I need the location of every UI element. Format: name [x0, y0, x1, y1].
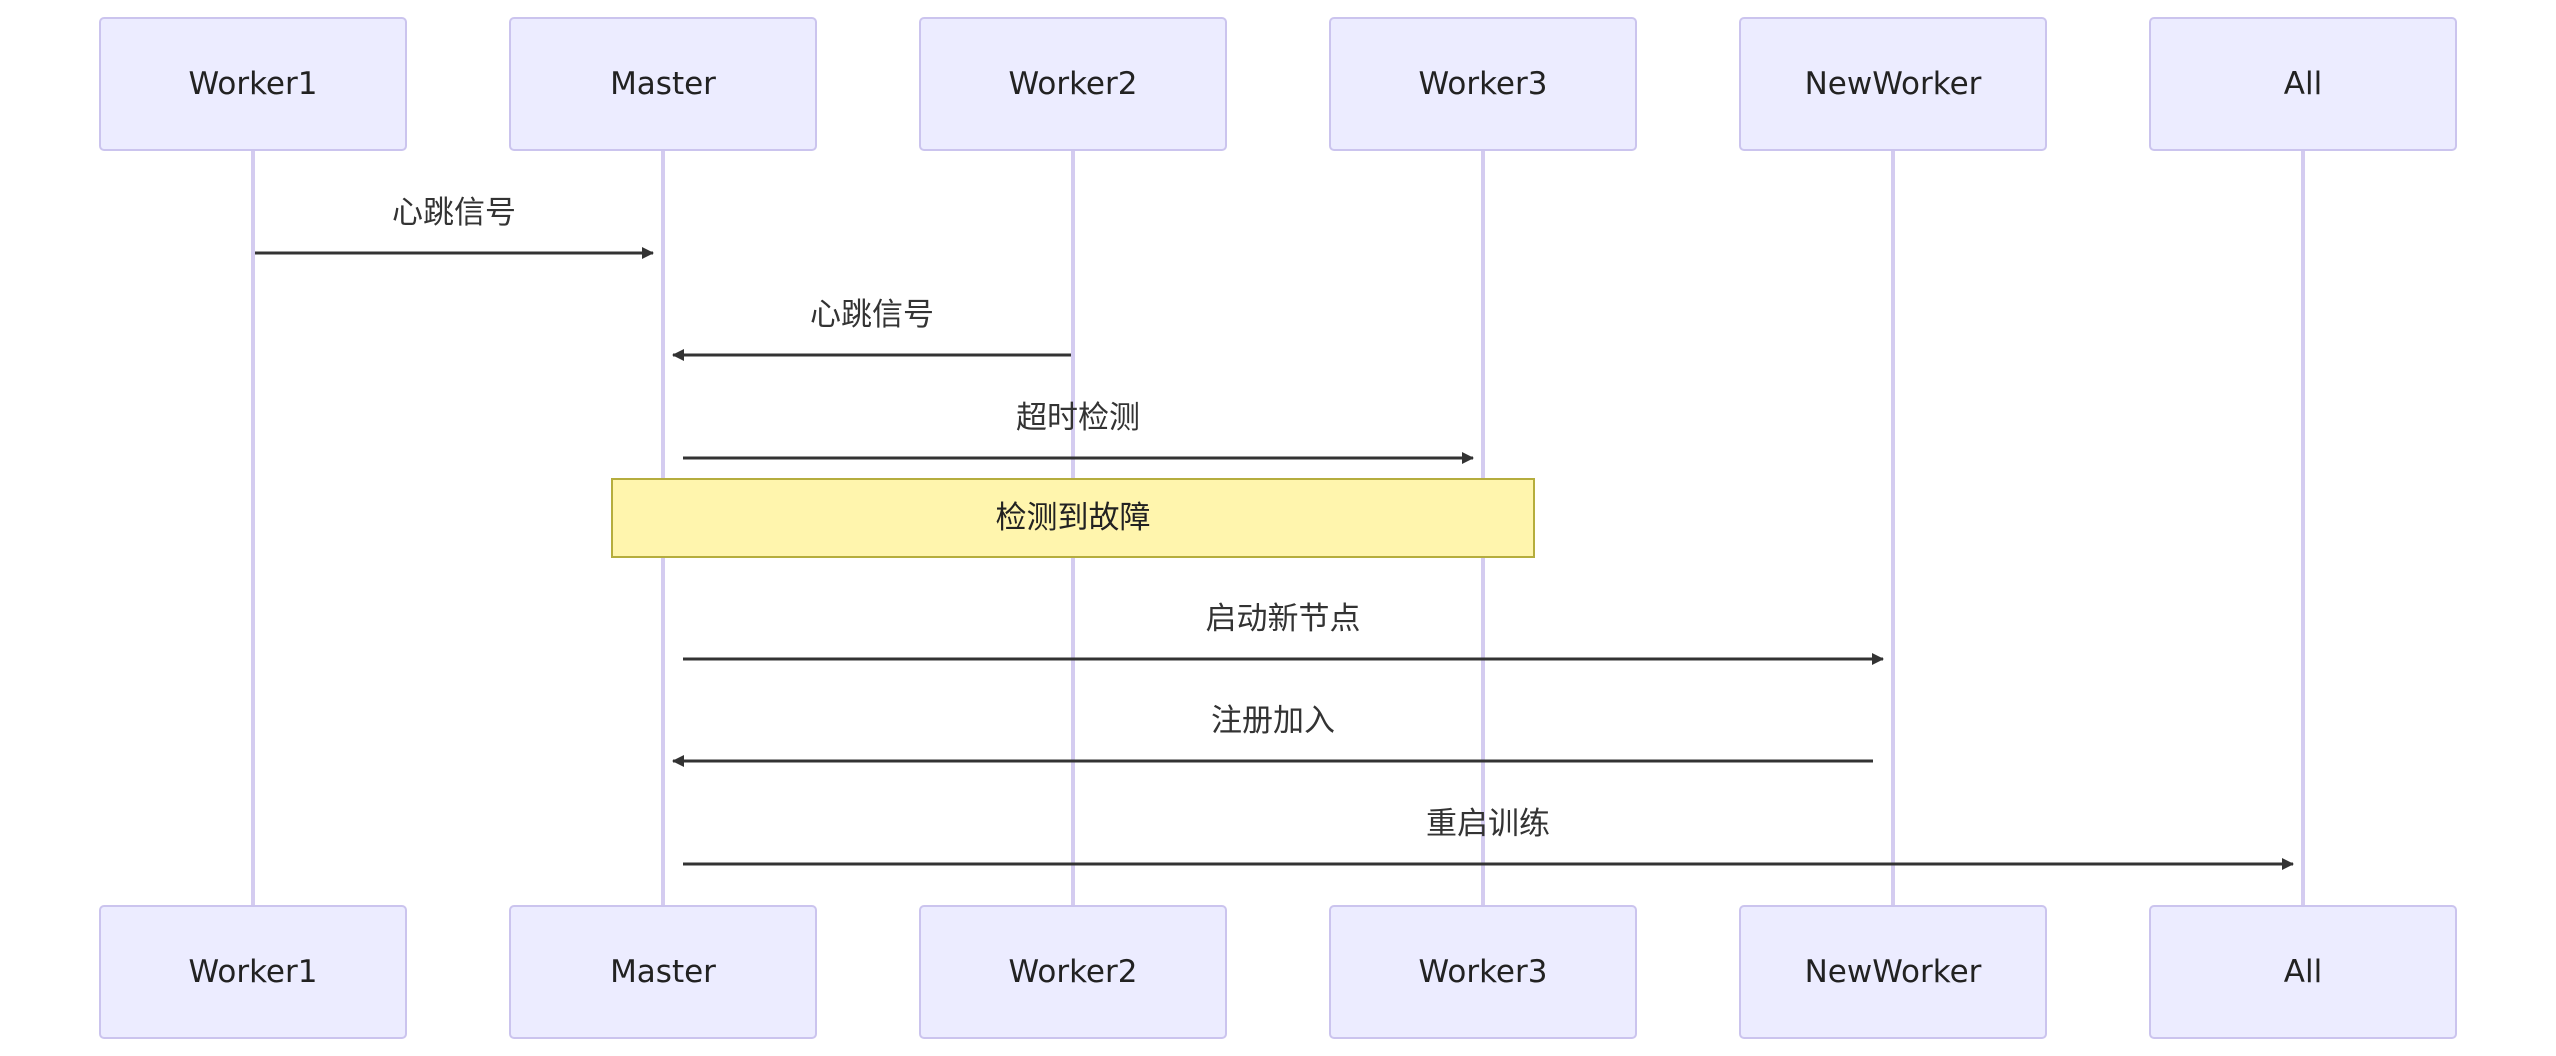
participant-label: Worker2: [1009, 66, 1138, 102]
participant-box: [1739, 17, 2047, 151]
participant-label: NewWorker: [1805, 66, 1982, 102]
participant-label: NewWorker: [1805, 954, 1982, 990]
participant-label: All: [2284, 954, 2322, 990]
message-label: 启动新节点: [1206, 601, 1361, 637]
note-label: 检测到故障: [996, 500, 1151, 536]
participant-label: Worker2: [1009, 954, 1138, 990]
message-label: 心跳信号: [392, 195, 516, 231]
message-label: 超时检测: [1016, 400, 1140, 436]
participant-label: Worker3: [1419, 954, 1548, 990]
message-label: 注册加入: [1211, 703, 1335, 739]
participant-box: [99, 17, 407, 151]
message-3: 超时检测: [683, 400, 1474, 464]
participant-worker2-top: Worker2: [919, 17, 1227, 151]
participant-box: [509, 17, 817, 151]
note-box: [611, 478, 1535, 558]
message-1: 心跳信号: [255, 195, 654, 259]
message-6: 重启训练: [683, 806, 2294, 870]
participant-all-bottom: All: [2149, 905, 2457, 1039]
message-label: 心跳信号: [810, 297, 934, 333]
message-4: 启动新节点: [683, 601, 1884, 665]
participant-label: Master: [610, 954, 716, 990]
participant-master-top: Master: [509, 17, 817, 151]
participant-label: Master: [610, 66, 716, 102]
participant-label: All: [2284, 66, 2322, 102]
participant-master-bottom: Master: [509, 905, 817, 1039]
participant-label: Worker3: [1419, 66, 1548, 102]
participant-label: Worker1: [189, 66, 318, 102]
participant-box: [2149, 905, 2457, 1039]
participant-box: [2149, 17, 2457, 151]
participant-worker3-bottom: Worker3: [1329, 905, 1637, 1039]
participant-box: [509, 905, 817, 1039]
participant-worker2-bottom: Worker2: [919, 905, 1227, 1039]
participant-worker1-top: Worker1: [99, 17, 407, 151]
participant-newworker-top: NewWorker: [1739, 17, 2047, 151]
participant-box: [1329, 905, 1637, 1039]
participant-label: Worker1: [189, 954, 318, 990]
message-label: 重启训练: [1426, 806, 1550, 842]
participant-worker3-top: Worker3: [1329, 17, 1637, 151]
participant-box: [1739, 905, 2047, 1039]
participant-newworker-bottom: NewWorker: [1739, 905, 2047, 1039]
participant-worker1-bottom: Worker1: [99, 905, 407, 1039]
participant-box: [919, 905, 1227, 1039]
participant-all-top: All: [2149, 17, 2457, 151]
message-2: 心跳信号: [672, 297, 1071, 361]
note-fault-detected: 检测到故障: [611, 478, 1535, 558]
message-5: 注册加入: [672, 703, 1873, 767]
participant-box: [919, 17, 1227, 151]
participant-box: [1329, 17, 1637, 151]
participant-box: [99, 905, 407, 1039]
